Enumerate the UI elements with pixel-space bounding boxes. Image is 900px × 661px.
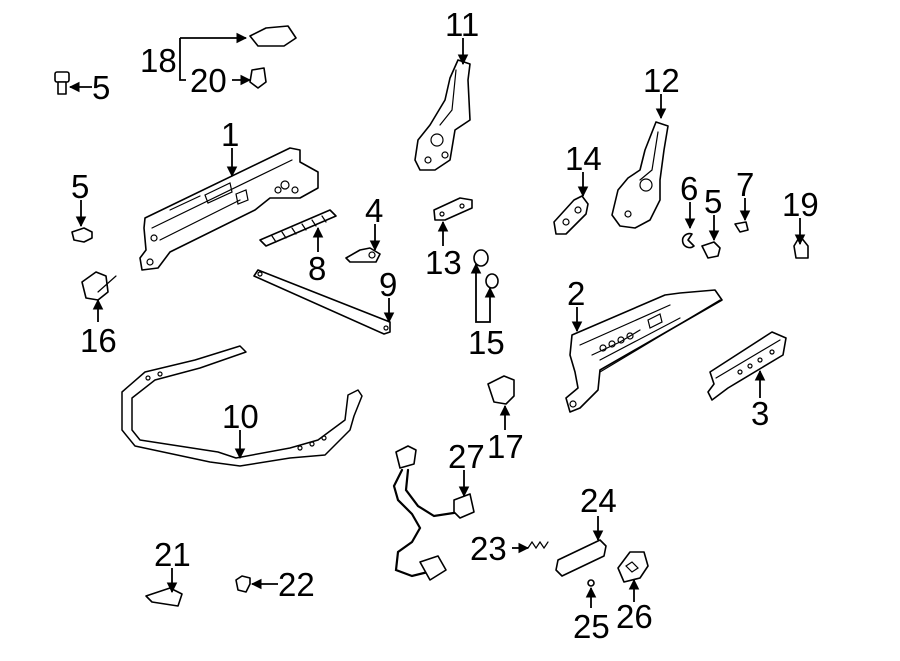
callout-6: 6	[680, 170, 698, 207]
part-spring-8	[259, 209, 337, 247]
callout-3: 3	[751, 395, 769, 432]
callout-5b: 5	[71, 168, 89, 205]
part-bolt-5b	[71, 227, 93, 243]
part-fastener-22	[235, 575, 251, 593]
callout-22: 22	[278, 566, 315, 603]
part-knob-18	[249, 25, 297, 47]
callout-23: 23	[470, 530, 507, 567]
part-trim-24	[555, 539, 607, 577]
part-bushing-15b	[485, 273, 499, 289]
part-clip-19	[793, 235, 809, 259]
part-bracket-14	[553, 195, 589, 235]
callout-9: 9	[379, 266, 397, 303]
callout-16: 16	[80, 322, 117, 359]
callout-20: 20	[190, 62, 227, 99]
callout-4: 4	[365, 192, 383, 229]
callout-18: 18	[140, 42, 177, 79]
callout-8: 8	[308, 250, 326, 287]
callout-5c: 5	[704, 183, 722, 220]
callout-1: 1	[221, 116, 239, 153]
callout-15: 15	[468, 324, 505, 361]
callout-14: 14	[565, 140, 602, 177]
callout-2: 2	[567, 275, 585, 312]
part-seat-track-right	[565, 289, 723, 413]
callout-17: 17	[487, 428, 524, 465]
part-handle-13	[433, 197, 473, 221]
part-rod-9	[253, 269, 391, 335]
leader-lines	[68, 32, 806, 608]
part-recliner-12	[611, 121, 669, 229]
callout-26: 26	[616, 598, 653, 635]
callout-24: 24	[580, 482, 617, 519]
part-seat-track-left	[139, 147, 319, 271]
part-bolt-5c	[701, 241, 721, 259]
callout-5a: 5	[92, 69, 110, 106]
callout-27: 27	[448, 438, 485, 475]
callout-10: 10	[222, 398, 259, 435]
callout-13: 13	[425, 244, 462, 281]
part-cover-16	[81, 271, 117, 301]
part-clip-20	[249, 67, 267, 89]
part-cover-17	[487, 375, 515, 405]
part-clip-23	[527, 540, 549, 550]
callout-25: 25	[573, 608, 610, 645]
callout-12: 12	[643, 62, 680, 99]
part-recliner-11	[414, 59, 471, 171]
part-cap-7	[734, 221, 749, 233]
part-bolt-5a	[54, 71, 70, 95]
part-bushing-15a	[473, 249, 489, 267]
callout-7: 7	[736, 166, 754, 203]
part-clip-6	[681, 232, 695, 249]
part-bracket-4	[345, 247, 381, 263]
part-wire-harness-27	[392, 445, 475, 581]
part-fastener-25	[587, 579, 595, 587]
part-frame-wire-10	[121, 345, 363, 467]
callout-19: 19	[782, 186, 819, 223]
part-cap-26	[617, 551, 649, 583]
callout-21: 21	[154, 536, 191, 573]
callout-11: 11	[445, 6, 479, 43]
part-pin-21	[145, 587, 183, 607]
part-adjuster-channel	[707, 331, 787, 401]
